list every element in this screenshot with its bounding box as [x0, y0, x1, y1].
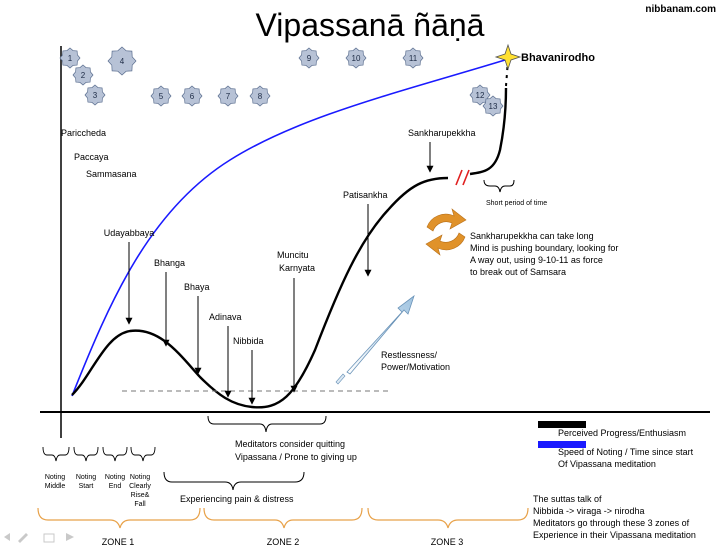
- noting-stage-4-line-1: Noting: [130, 474, 150, 481]
- menu-icon[interactable]: [43, 533, 55, 543]
- prev-slide-icon[interactable]: [4, 533, 10, 541]
- nana-badge-9-label: 9: [307, 54, 312, 63]
- label-bhanga: Bhanga: [154, 258, 185, 268]
- zone-1-label: ZONE 1: [102, 537, 135, 547]
- nana-badge-8-label: 8: [258, 92, 263, 101]
- label-adinava: Adinava: [209, 312, 242, 322]
- nana-badge-8-icon: [249, 85, 271, 107]
- suttas-line-4: Experience in their Vipassana meditation: [533, 530, 696, 540]
- legend-blue-line-2: Of Vipassana meditation: [558, 459, 656, 469]
- noting-stage-4-line-3: Rise&: [131, 492, 150, 499]
- label-sankharupekkha: Sankharupekkha: [408, 128, 476, 138]
- nana-badge-4-icon: [107, 46, 137, 76]
- nana-badge-5-icon: [150, 85, 172, 107]
- noting-stage-2-line-2: Start: [79, 483, 94, 490]
- short-period-brace: [483, 179, 515, 193]
- pain-label: Experiencing pain & distress: [180, 494, 294, 504]
- perceived-progress-curve: [71, 176, 449, 409]
- zone-2-label: ZONE 2: [267, 537, 300, 547]
- nana-badge-13-icon: [482, 95, 504, 117]
- nana-badge-13-label: 13: [489, 102, 498, 111]
- nana-badge-6-icon: [181, 85, 203, 107]
- summit-star-icon: [494, 43, 522, 71]
- nana-badge-12-label: 12: [476, 91, 485, 100]
- nana-badge-1-icon: [59, 47, 81, 69]
- slide-toolbar: [4, 533, 74, 543]
- zone-3-label: ZONE 3: [431, 537, 464, 547]
- cycle-note-line-3: A way out, using 9-10-11 as force: [470, 255, 603, 265]
- perceived-progress-curve-end: [469, 87, 508, 176]
- legend-black-label: Perceived Progress/Enthusiasm: [558, 428, 686, 438]
- nana-badge-9-icon: [298, 47, 320, 69]
- restlessness-arrow-icon: [335, 294, 415, 385]
- suttas-line-2: Nibbida -> viraga -> nirodha: [533, 506, 645, 516]
- nana-badge-7-label: 7: [226, 92, 231, 101]
- nana-badge-11-icon: [402, 47, 424, 69]
- nana-badge-2-icon: [72, 64, 94, 86]
- label-udayabbaya: Udayabbaya: [104, 228, 155, 238]
- label-paccaya: Paccaya: [74, 152, 109, 162]
- quitting-brace: [207, 415, 327, 433]
- nana-badge-4-label: 4: [120, 57, 125, 66]
- nana-badge-2-label: 2: [81, 71, 86, 80]
- label-muncitu: Muncitu: [277, 250, 309, 260]
- nana-badge-6-label: 6: [190, 92, 195, 101]
- label-pariccheda: Pariccheda: [61, 128, 106, 138]
- label-bhaya: Bhaya: [184, 282, 210, 292]
- zone-braces: [37, 507, 529, 529]
- suttas-line-1: The suttas talk of: [533, 494, 602, 504]
- diagram-title: Vipassanā ñāṇā: [256, 7, 485, 43]
- break-mark-2: [462, 169, 470, 186]
- next-slide-icon[interactable]: [66, 533, 74, 541]
- legend-blue-line-1: Speed of Noting / Time since start: [558, 447, 694, 457]
- pen-icon[interactable]: [18, 533, 28, 543]
- site-label: nibbanam.com: [645, 4, 716, 15]
- nana-badge-1-label: 1: [68, 54, 73, 63]
- cycle-arrows-icon: [425, 208, 467, 256]
- quitting-line-1: Meditators consider quitting: [235, 439, 345, 449]
- quitting-line-2: Vipassana / Prone to giving up: [235, 452, 357, 462]
- noting-stage-1-line-2: Middle: [45, 483, 66, 490]
- cycle-note-line-1: Sankharupekkha can take long: [470, 231, 594, 241]
- cycle-note-line-4: to break out of Samsara: [470, 267, 566, 277]
- label-karnyata: Karnyata: [279, 263, 315, 273]
- label-patisankha: Patisankha: [343, 190, 388, 200]
- nana-badge-3-label: 3: [93, 91, 98, 100]
- label-sammasana: Sammasana: [86, 169, 137, 179]
- noting-braces: [42, 446, 156, 462]
- nana-badge-12-icon: [469, 84, 491, 106]
- nana-badge-3-icon: [84, 84, 106, 106]
- restless-line-1: Restlessness/: [381, 350, 438, 360]
- noting-stage-2-line-1: Noting: [76, 474, 96, 481]
- nana-badge-10-icon: [345, 47, 367, 69]
- noting-stage-1-line-1: Noting: [45, 474, 65, 481]
- legend-blue-swatch: [538, 441, 586, 448]
- noting-stage-4-line-4: Fall: [134, 501, 146, 508]
- legend-black-swatch: [538, 421, 586, 428]
- restless-line-2: Power/Motivation: [381, 362, 450, 372]
- short-period-label: Short period of time: [486, 200, 547, 207]
- nana-badge-11-label: 11: [409, 54, 418, 63]
- suttas-line-3: Meditators go through these 3 zones of: [533, 518, 690, 528]
- noting-stage-4-line-2: Clearly: [129, 483, 151, 490]
- nana-badge-10-label: 10: [352, 54, 361, 63]
- speed-of-noting-curve: [71, 59, 506, 397]
- noting-stage-3-line-2: End: [109, 483, 122, 490]
- nana-badge-5-label: 5: [159, 92, 164, 101]
- nana-badge-7-icon: [217, 85, 239, 107]
- label-nibbida: Nibbida: [233, 336, 264, 346]
- noting-stage-3-line-1: Noting: [105, 474, 125, 481]
- break-mark-1: [455, 169, 463, 186]
- summit-label: Bhavanirodho: [521, 52, 595, 64]
- cycle-note-line-2: Mind is pushing boundary, looking for: [470, 243, 618, 253]
- pain-brace: [163, 471, 305, 491]
